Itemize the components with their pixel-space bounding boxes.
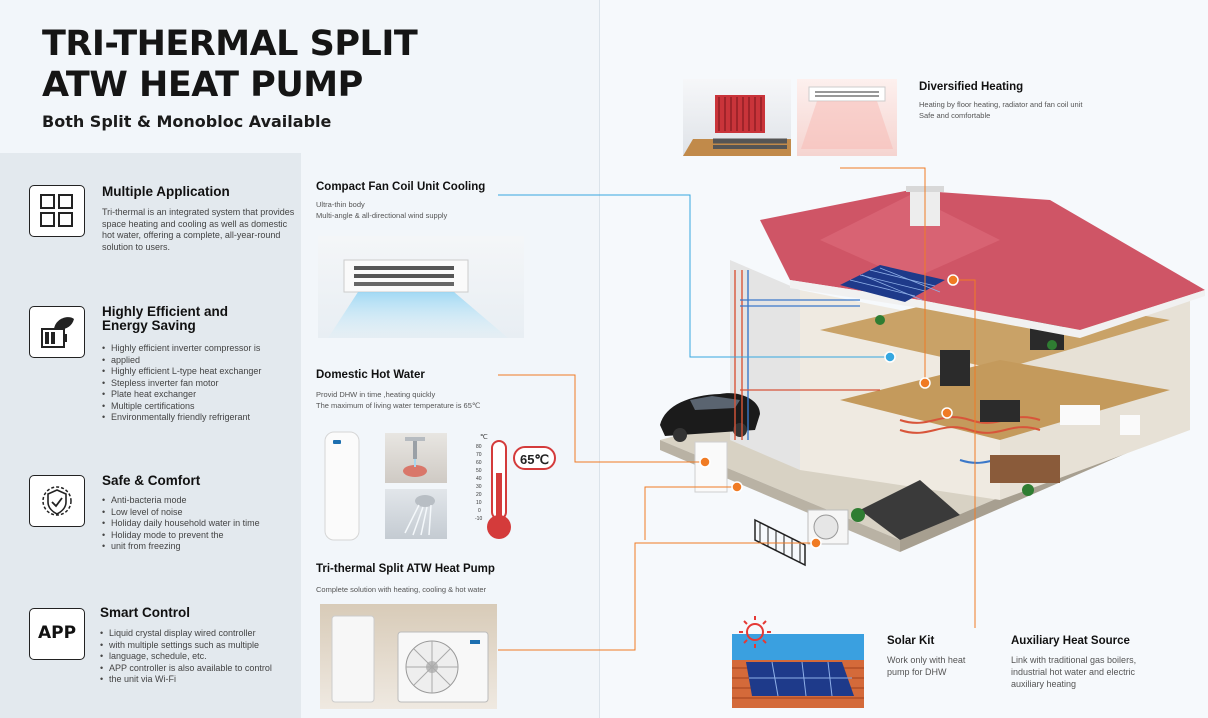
heating-desc: Heating by floor heating, radiator and f… <box>919 99 1082 121</box>
solar-desc-line2: pump for DHW <box>887 667 947 677</box>
list-item: APP controller is also available to cont… <box>100 663 300 675</box>
dhw-desc-line1: Provid DHW in time ,heating quickly <box>316 390 436 399</box>
list-item: with multiple settings such as multiple <box>100 640 300 652</box>
list-item: Low level of noise <box>102 507 302 519</box>
dhw-desc: Provid DHW in time ,heating quickly The … <box>316 389 480 411</box>
list-item: Highly efficient L-type heat exchanger <box>102 366 302 378</box>
feature-title-multiple-application: Multiple Application <box>102 184 230 199</box>
list-item: Stepless inverter fan motor <box>102 378 302 390</box>
scale-0: 0 <box>478 508 481 514</box>
feature-title-efficient-line1: Highly Efficient and <box>102 304 229 319</box>
feature-title-smart: Smart Control <box>100 605 191 620</box>
ceiling-unit-image <box>797 79 897 156</box>
title-line-2: ATW HEAT PUMP <box>42 65 363 105</box>
solar-desc: Work only with heat pump for DHW <box>887 654 965 678</box>
shield-virus-icon <box>29 475 85 527</box>
list-item: Multiple certifications <box>102 401 302 413</box>
heating-desc-line2: Safe and comfortable <box>919 111 991 120</box>
aux-desc-line3: auxiliary heating <box>1011 679 1077 689</box>
scale-20: 20 <box>476 492 482 498</box>
aux-desc-line2: industrial hot water and electric <box>1011 667 1136 677</box>
scale-10: 10 <box>476 500 482 506</box>
solar-title: Solar Kit <box>887 635 935 647</box>
grid-icon <box>29 185 85 237</box>
shower-image <box>385 489 447 539</box>
scale-80: 80 <box>476 444 482 450</box>
temperature-label: 65℃ <box>513 446 556 470</box>
app-icon: APP <box>29 608 85 660</box>
list-item: Holiday mode to prevent the <box>102 530 302 542</box>
list-item: Highly efficient inverter compressor is <box>102 343 302 355</box>
list-item: unit from freezing <box>102 541 302 553</box>
center-divider <box>599 0 600 718</box>
scale-60: 60 <box>476 460 482 466</box>
feature-desc-multiple-application: Tri-thermal is an integrated system that… <box>102 207 295 252</box>
scale-minus10: -10 <box>475 516 483 522</box>
list-item: the unit via Wi-Fi <box>100 674 300 686</box>
title-line-1: TRI-THERMAL SPLIT <box>42 24 418 64</box>
feature-list-efficient: Highly efficient inverter compressor is … <box>102 343 302 424</box>
solar-kit-image <box>732 612 864 708</box>
fan-coil-title: Compact Fan Coil Unit Cooling <box>316 181 486 193</box>
fan-coil-image <box>318 236 524 338</box>
list-item: Anti-bacteria mode <box>102 495 302 507</box>
feature-title-efficient-line2: Energy Saving <box>102 318 196 333</box>
list-item: Holiday daily household water in time <box>102 518 302 530</box>
page-title: TRI-THERMAL SPLIT ATW HEAT PUMP <box>42 24 418 106</box>
scale-70: 70 <box>476 452 482 458</box>
scale-40: 40 <box>476 476 482 482</box>
heating-title: Diversified Heating <box>919 81 1024 93</box>
solar-desc-line1: Work only with heat <box>887 655 966 665</box>
water-tank-image <box>323 430 361 542</box>
faucet-image <box>385 433 447 483</box>
tri-desc: Complete solution with heating, cooling … <box>316 585 487 594</box>
fan-coil-desc-line1: Ultra-thin body <box>316 200 365 209</box>
feature-list-smart: Liquid crystal display wired controller … <box>100 628 300 686</box>
app-icon-text: APP <box>37 623 77 643</box>
list-item: applied <box>102 355 302 367</box>
dhw-title: Domestic Hot Water <box>316 369 425 381</box>
heat-pump-image <box>320 604 497 709</box>
thermometer-icon <box>476 433 516 543</box>
scale-50: 50 <box>476 468 482 474</box>
aux-desc-line1: Link with traditional gas boilers, <box>1011 655 1137 665</box>
heating-desc-line1: Heating by floor heating, radiator and f… <box>919 100 1083 109</box>
page-subtitle: Both Split & Monobloc Available <box>42 112 332 131</box>
celsius-unit: ℃ <box>480 434 488 441</box>
aux-desc: Link with traditional gas boilers, indus… <box>1011 654 1136 690</box>
list-item: Plate heat exchanger <box>102 389 302 401</box>
fan-coil-desc: Ultra-thin body Multi-angle & all-direct… <box>316 199 447 221</box>
aux-title: Auxiliary Heat Source <box>1011 635 1130 647</box>
leaf-battery-icon <box>29 306 85 358</box>
feature-list-safe: Anti-bacteria mode Low level of noise Ho… <box>102 495 302 553</box>
radiator-image <box>683 79 791 156</box>
list-item: Liquid crystal display wired controller <box>100 628 300 640</box>
fan-coil-desc-line2: Multi-angle & all-directional wind suppl… <box>316 211 448 220</box>
feature-title-safe: Safe & Comfort <box>102 473 201 488</box>
dhw-desc-line2: The maximum of living water temperature … <box>316 401 481 410</box>
list-item: language, schedule, etc. <box>100 651 300 663</box>
list-item: Environmentally friendly refrigerant <box>102 412 302 424</box>
feature-title-efficient: Highly Efficient and Energy Saving <box>102 305 292 333</box>
scale-30: 30 <box>476 484 482 490</box>
tri-title: Tri-thermal Split ATW Heat Pump <box>316 563 495 575</box>
